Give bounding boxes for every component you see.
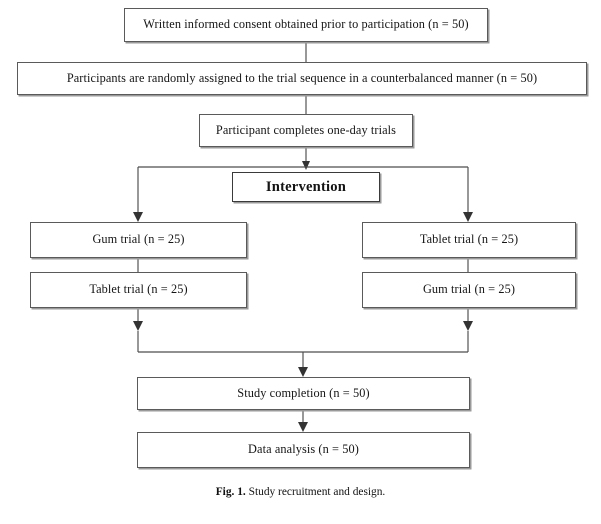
node-right-branch-gum-trial: Gum trial (n = 25) — [362, 272, 576, 308]
arrowhead-analysis — [298, 422, 308, 432]
node-left-branch-gum-trial: Gum trial (n = 25) — [30, 222, 247, 258]
figure-caption: Fig. 1. Study recruitment and design. — [0, 486, 601, 498]
node-left-branch-tablet-trial: Tablet trial (n = 25) — [30, 272, 247, 308]
arrowhead-left-merge — [133, 321, 143, 331]
figure-caption-label: Fig. 1. — [215, 486, 246, 498]
arrowhead-onedaytrials-down — [302, 161, 310, 170]
arrowhead-right-branch — [463, 212, 473, 222]
arrowhead-completion — [298, 367, 308, 377]
node-random-assignment: Participants are randomly assigned to th… — [17, 62, 587, 95]
node-intervention: Intervention — [232, 172, 380, 202]
node-one-day-trials: Participant completes one-day trials — [199, 114, 413, 147]
arrowhead-left-branch — [133, 212, 143, 222]
node-right-branch-tablet-trial: Tablet trial (n = 25) — [362, 222, 576, 258]
arrowhead-right-merge — [463, 321, 473, 331]
node-written-informed-consent: Written informed consent obtained prior … — [124, 8, 488, 42]
node-data-analysis: Data analysis (n = 50) — [137, 432, 470, 468]
node-study-completion: Study completion (n = 50) — [137, 377, 470, 410]
figure-caption-text: Study recruitment and design. — [248, 486, 386, 498]
